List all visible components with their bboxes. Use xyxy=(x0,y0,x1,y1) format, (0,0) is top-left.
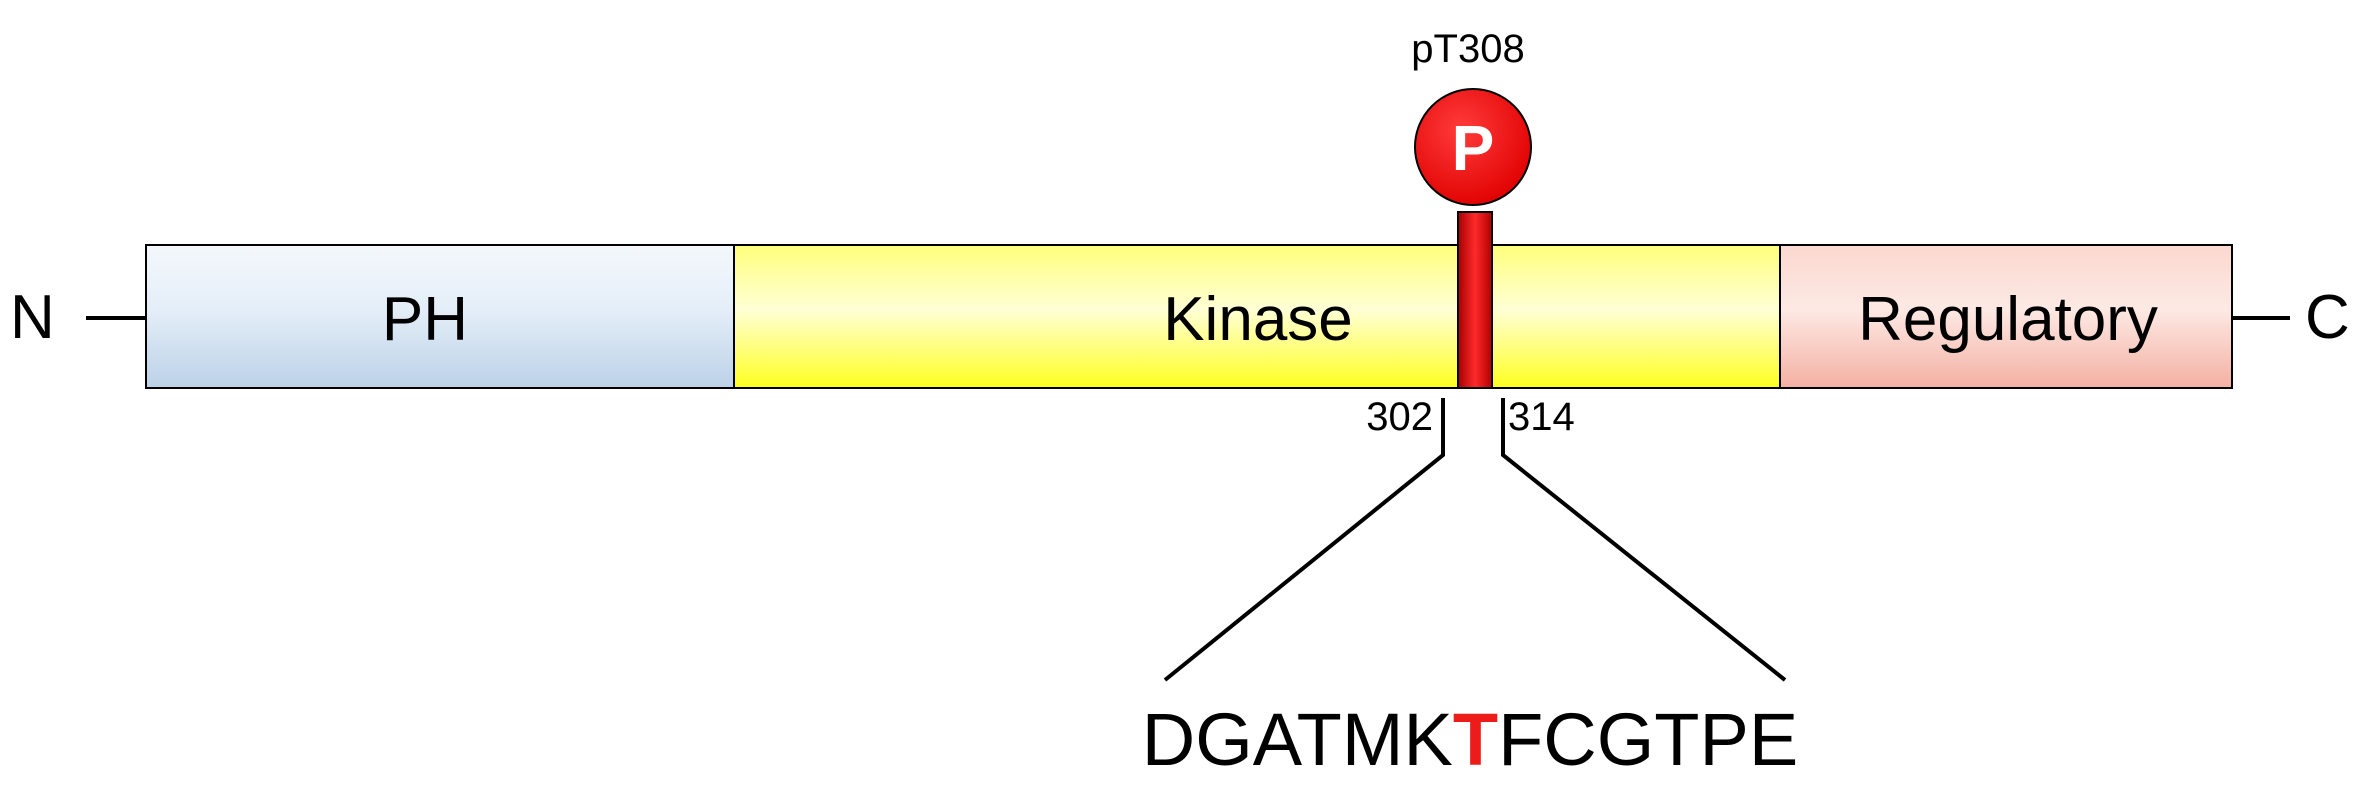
sequence-before: DGATMK xyxy=(1142,698,1453,781)
c-terminus-label: C xyxy=(2305,283,2350,352)
expansion-line-left xyxy=(1163,398,1445,682)
phosphosite-label: pT308 xyxy=(1411,27,1524,71)
domain-kinase-box xyxy=(733,244,1781,389)
phosphate-ball xyxy=(1414,88,1532,206)
peptide-sequence: DGATMKTFCGTPE xyxy=(1142,698,1798,781)
phosphosite-marker: P pT308 xyxy=(1411,27,1532,389)
expansion-line-right xyxy=(1501,398,1787,682)
domain-regulatory: Regulatory xyxy=(1779,244,2233,389)
domain-ph: PH xyxy=(145,244,735,389)
sequence-highlight: T xyxy=(1453,698,1498,781)
range-start-label: 302 xyxy=(1366,395,1433,439)
phosphate-badge-letter: P xyxy=(1452,112,1495,184)
domain-kinase: Kinase xyxy=(733,244,1781,389)
domain-kinase-label: Kinase xyxy=(1163,285,1353,354)
range-end-label: 314 xyxy=(1508,395,1575,439)
domain-ph-box xyxy=(145,244,735,389)
domain-regulatory-box xyxy=(1779,244,2233,389)
domain-ph-label: PH xyxy=(382,285,468,354)
n-terminus-label: N xyxy=(10,283,55,352)
phosphosite-stick xyxy=(1457,211,1493,389)
domain-regulatory-label: Regulatory xyxy=(1858,285,2158,354)
sequence-after: FCGTPE xyxy=(1498,698,1798,781)
